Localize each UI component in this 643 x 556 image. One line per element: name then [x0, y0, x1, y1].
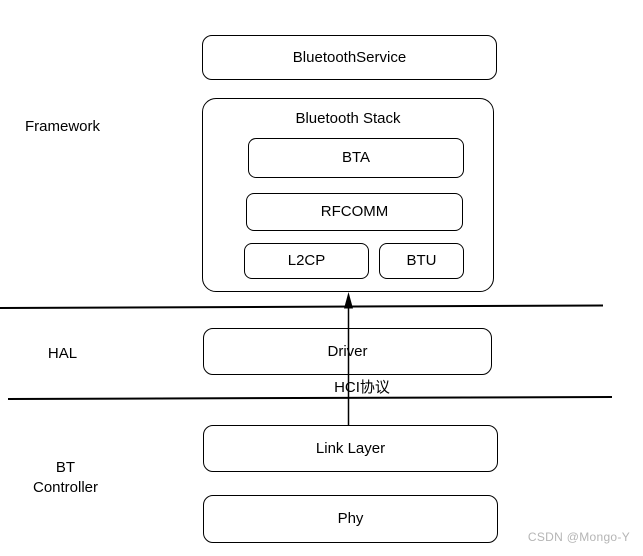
node-rfcomm-label: RFCOMM	[320, 203, 389, 220]
node-rfcomm: RFCOMM	[246, 193, 463, 231]
layer-label-hal: HAL	[47, 345, 78, 362]
node-bta-label: BTA	[341, 149, 371, 166]
node-bluetooth-stack: Bluetooth Stack BTA RFCOMM L2CP BTU	[202, 98, 494, 292]
node-bta: BTA	[248, 138, 464, 178]
node-link-layer: Link Layer	[203, 425, 498, 472]
hci-protocol-label: HCI协议	[334, 379, 390, 396]
node-phy: Phy	[203, 495, 498, 543]
node-l2cp: L2CP	[244, 243, 369, 279]
watermark: CSDN @Mongo-Y	[527, 530, 630, 544]
node-link-layer-label: Link Layer	[315, 439, 386, 457]
node-driver: Driver	[203, 328, 492, 375]
node-btu: BTU	[379, 243, 464, 279]
node-l2cp-label: L2CP	[287, 252, 326, 269]
node-driver-label: Driver	[327, 342, 368, 360]
layer-label-bt-controller: BT Controller	[32, 459, 99, 496]
node-bluetooth-stack-title: Bluetooth Stack	[295, 110, 401, 127]
node-bluetooth-service: BluetoothService	[202, 35, 497, 80]
node-bluetooth-service-label: BluetoothService	[292, 48, 407, 66]
hci-arrow-head	[344, 292, 353, 309]
node-btu-label: BTU	[406, 252, 437, 269]
separator-hal-btcontroller	[7, 396, 613, 400]
separator-framework-hal	[0, 304, 604, 309]
layer-label-framework: Framework	[24, 118, 100, 135]
node-phy-label: Phy	[337, 510, 364, 527]
